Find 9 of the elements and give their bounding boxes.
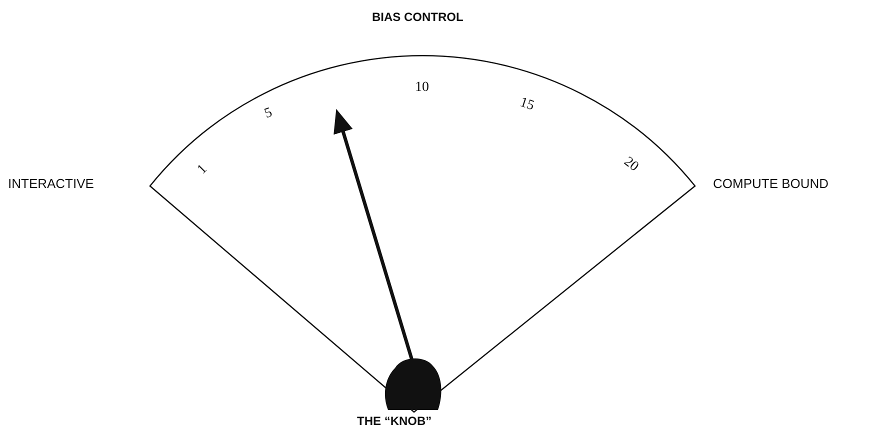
side-label: INTERACTIVE bbox=[8, 176, 94, 191]
scale-number: 10 bbox=[415, 80, 429, 95]
side-label: COMPUTE BOUND bbox=[713, 176, 829, 191]
scale-number: 1 bbox=[194, 162, 210, 178]
scale-number: 20 bbox=[620, 154, 642, 175]
scale-number: 15 bbox=[518, 95, 536, 114]
knob-label: THE “KNOB” bbox=[357, 414, 432, 429]
scale-number: 5 bbox=[262, 105, 274, 122]
title: BIAS CONTROL bbox=[372, 10, 464, 25]
